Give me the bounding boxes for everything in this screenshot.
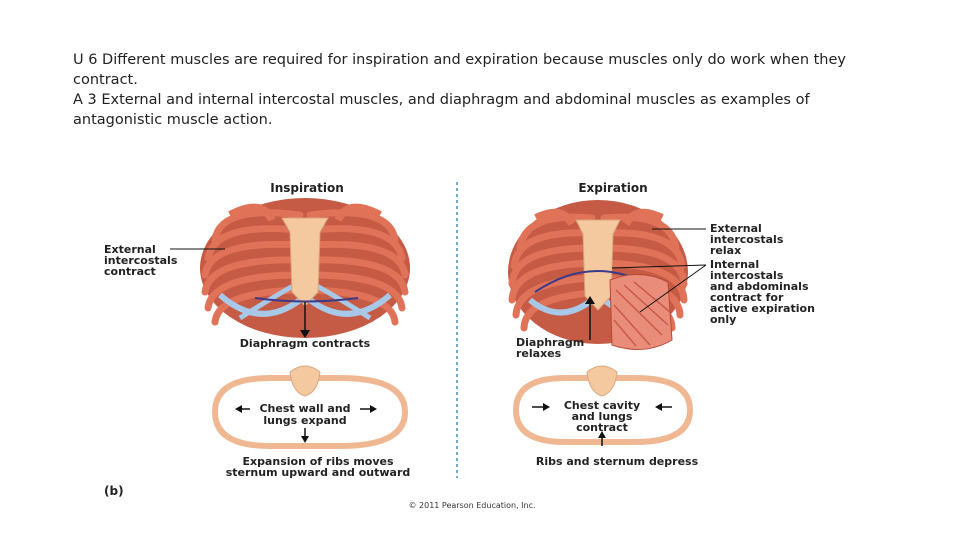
exp-int-line1: Internal [710,258,759,271]
text-line-2: A 3 External and internal intercostal mu… [73,92,810,128]
exp-chest-line1: Chest cavity [564,399,640,412]
exp-diaphragm-line1: Diaphragm [516,336,584,349]
exp-ext-line3: relax [710,244,741,257]
exp-chest-line2: and lungs [572,410,633,423]
insp-chest-line2: lungs expand [263,414,346,427]
exp-int-line6: only [710,313,736,326]
inspiration-ribcage [200,198,410,338]
insp-exp-line2: sternum upward and outward [226,466,411,479]
expiration-ribcage [508,200,688,350]
insp-chest-line1: Chest wall and [259,402,350,415]
diaphragm-arrow-head [300,330,310,338]
insp-ext-line1: External [104,243,156,256]
slide-text: U 6 Different muscles are required for i… [73,50,873,130]
insp-exp-line1: Expansion of ribs moves [242,455,394,468]
exp-int-leader-1 [611,264,707,269]
copyright: © 2011 Pearson Education, Inc. [408,501,535,510]
insp-ext-line3: contract [104,265,156,278]
exp-diaphragm-arrow-head [585,296,595,304]
inspiration-cross-section [211,365,409,449]
inspiration-title: Inspiration [270,181,344,195]
insp-ext-line2: intercostals [104,254,178,267]
exp-chest-line3: contract [576,421,628,434]
exp-int-line2: intercostals [710,269,784,282]
insp-diaphragm-label: Diaphragm contracts [240,337,371,350]
exp-int-leader-2 [639,264,707,313]
panel-label: (b) [104,484,124,498]
exp-ext-line1: External [710,222,762,235]
exp-int-line4: contract for [710,291,784,304]
expiration-cross-section [512,365,694,446]
expiration-title: Expiration [578,181,647,195]
exp-ribs-label: Ribs and sternum depress [536,455,699,468]
text-line-1: U 6 Different muscles are required for i… [73,52,846,88]
exp-int-line5: active expiration [710,302,815,315]
exp-ext-line2: intercostals [710,233,784,246]
exp-diaphragm-line2: relaxes [516,347,562,360]
exp-int-line3: and abdominals [710,280,809,293]
